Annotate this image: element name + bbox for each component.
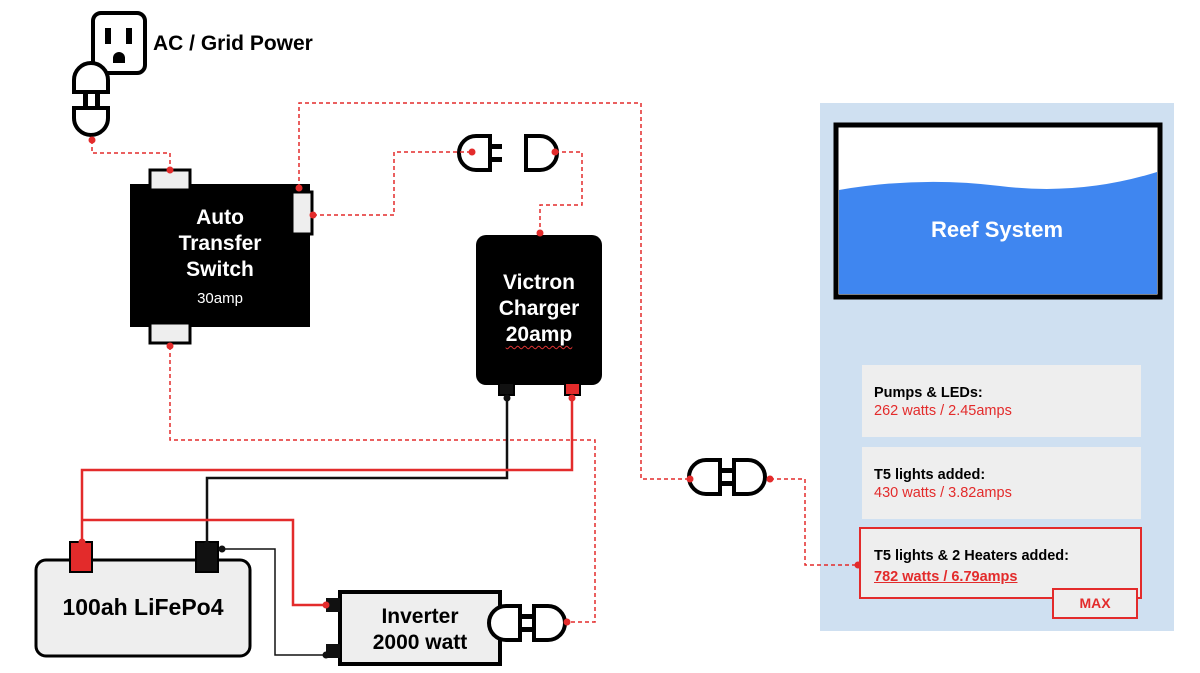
load-heading: T5 lights added: xyxy=(874,467,986,483)
ac-wiring xyxy=(91,102,858,623)
victron-line2: Charger xyxy=(498,297,580,320)
inverter-line1: Inverter xyxy=(381,605,459,628)
max-badge: MAX xyxy=(1052,588,1138,619)
plug-connector-icon xyxy=(687,458,767,496)
dc-wiring xyxy=(80,398,574,656)
transfer-switch-line1: Auto xyxy=(196,206,244,229)
victron-charger-label: Victron Charger 20amp xyxy=(476,270,602,348)
load-heading: Pumps & LEDs: xyxy=(874,385,983,401)
transfer-switch-label: Auto Transfer Switch xyxy=(130,205,310,283)
load-card: Pumps & LEDs: 262 watts / 2.45amps xyxy=(862,365,1141,437)
load-card-max: T5 lights & 2 Heaters added: 782 watts /… xyxy=(859,527,1142,599)
load-value: 262 watts / 2.45amps xyxy=(874,403,1012,419)
victron-charger-box xyxy=(476,235,602,396)
inverter-label: Inverter 2000 watt xyxy=(344,604,496,656)
plug-icon xyxy=(72,61,110,137)
reef-system-label: Reef System xyxy=(930,217,1064,242)
page-title: AC / Grid Power xyxy=(153,32,313,55)
connection-dots xyxy=(78,136,862,659)
load-value: 782 watts / 6.79amps xyxy=(874,569,1018,585)
load-heading: T5 lights & 2 Heaters added: xyxy=(874,548,1069,564)
transfer-switch-box xyxy=(130,168,314,345)
victron-rating: 20amp xyxy=(505,323,573,346)
transfer-switch-rating: 30amp xyxy=(197,290,243,307)
outlet-icon xyxy=(91,11,147,75)
battery-icon xyxy=(34,541,252,658)
battery-label: 100ah LiFePo4 xyxy=(62,594,224,620)
victron-line1: Victron xyxy=(503,271,575,294)
inverter-line2: 2000 watt xyxy=(372,631,468,654)
load-card: T5 lights added: 430 watts / 3.82amps xyxy=(862,447,1141,519)
aquarium-icon xyxy=(833,122,1163,300)
transfer-switch-line3: Switch xyxy=(186,258,254,281)
inverter-box xyxy=(326,590,502,666)
transfer-switch-line2: Transfer xyxy=(178,232,262,255)
load-value: 430 watts / 3.82amps xyxy=(874,485,1012,501)
plug-connector-icon xyxy=(487,604,567,642)
